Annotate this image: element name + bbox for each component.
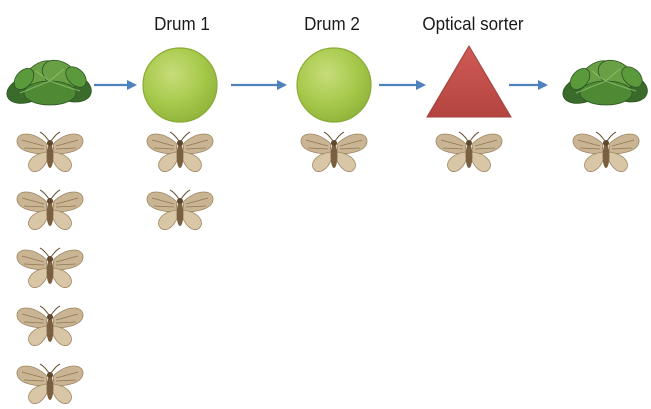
moth-icon bbox=[16, 305, 84, 346]
moth-icon bbox=[16, 131, 84, 172]
moth-icon bbox=[16, 189, 84, 230]
drum-1-label: Drum 1 bbox=[154, 13, 210, 34]
spinach-output-icon bbox=[562, 59, 648, 106]
optical-sorter-triangle bbox=[426, 45, 512, 118]
moth-icon bbox=[435, 131, 503, 172]
moth-icon bbox=[16, 247, 84, 288]
drum-2-label: Drum 2 bbox=[304, 13, 360, 34]
optical-sorter-label: Optical sorter bbox=[422, 13, 524, 34]
drum1-drum-circle bbox=[142, 47, 218, 123]
moth-icon bbox=[300, 131, 368, 172]
moth-icon bbox=[146, 131, 214, 172]
spinach-input-icon bbox=[6, 59, 92, 106]
moth-icon bbox=[16, 363, 84, 404]
moth-icon bbox=[572, 131, 640, 172]
drum2-drum-circle bbox=[296, 47, 372, 123]
moth-icon bbox=[146, 189, 214, 230]
